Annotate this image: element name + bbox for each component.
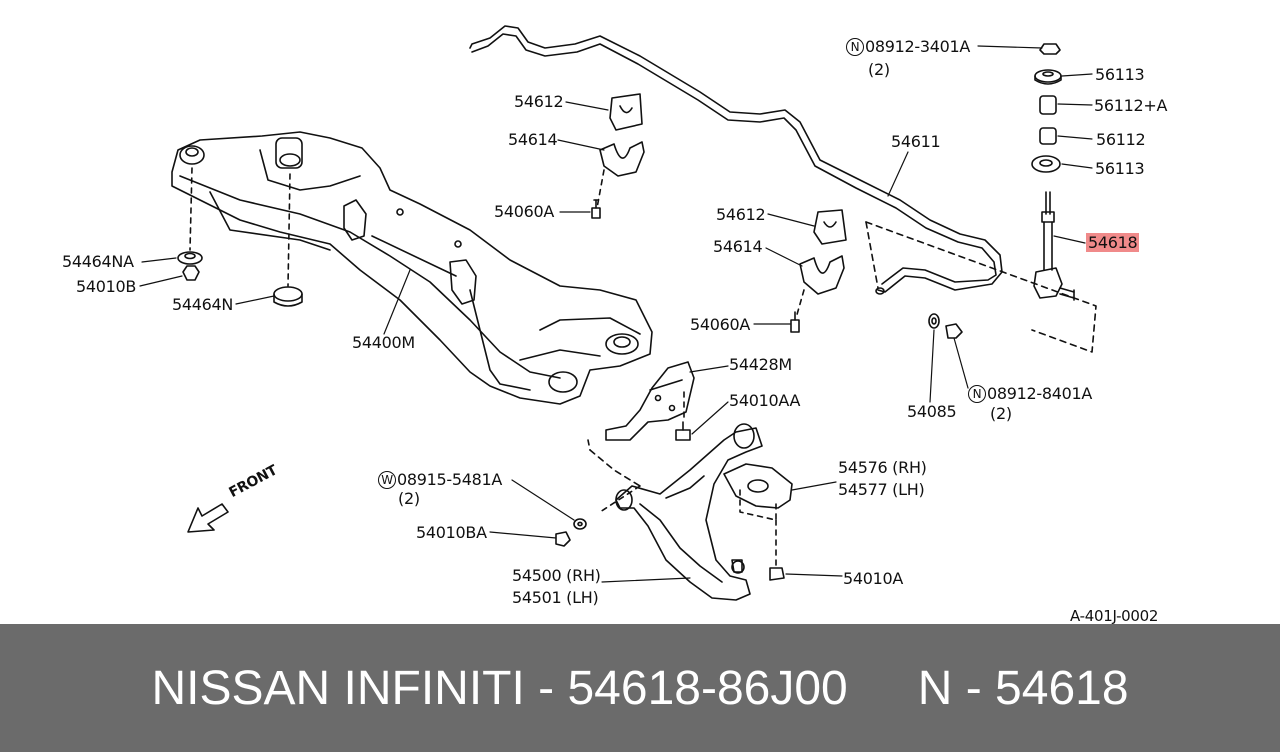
qty-08912-8401a: (2) <box>990 404 1012 423</box>
label-56112a: 56112+A <box>1094 96 1168 115</box>
stabilizer-link-assembly <box>865 43 1097 353</box>
label-54010b: 54010B <box>76 277 137 296</box>
diagram-drawing <box>139 25 1097 601</box>
qty-08915-5481a: (2) <box>398 489 420 508</box>
crossmember <box>171 131 653 405</box>
bracket-54428m <box>605 361 695 441</box>
label-54010aa: 54010AA <box>729 391 801 410</box>
part-number: 08912-8401A <box>987 384 1093 403</box>
label-54611: 54611 <box>891 132 941 151</box>
part-number: 08912-3401A <box>865 37 971 56</box>
part-number: 08915-5481A <box>397 470 503 489</box>
stabilizer-bar <box>469 25 1003 295</box>
circled-letter: N <box>968 385 986 403</box>
label-54060a-a: 54060A <box>494 202 555 221</box>
label-54464n: 54464N <box>172 295 234 314</box>
label-54577: 54577 (LH) <box>838 480 925 499</box>
label-54614-a: 54614 <box>508 130 558 149</box>
label-54612-a: 54612 <box>514 92 564 111</box>
footer-part-title: NISSAN INFINITI - 54618-86J00 <box>151 661 848 715</box>
label-54500: 54500 (RH) <box>512 566 601 585</box>
footer-bar: NISSAN INFINITI - 54618-86J00 N - 54618 <box>0 624 1280 752</box>
circled-letter: N <box>846 38 864 56</box>
bracket-54576 <box>723 463 793 581</box>
label-56113-top: 56113 <box>1095 65 1145 84</box>
label-54010ba: 54010BA <box>416 523 487 542</box>
mount-bushings-left <box>177 167 303 307</box>
label-54010a: 54010A <box>843 569 904 588</box>
label-54428m: 54428M <box>729 355 792 374</box>
label-56112: 56112 <box>1096 130 1146 149</box>
washer-54010ba <box>555 518 587 547</box>
label-54501: 54501 (LH) <box>512 588 599 607</box>
label-54085: 54085 <box>907 402 957 421</box>
label-54400m: 54400M <box>352 333 415 352</box>
highlighted-part-number: 54618 <box>1086 233 1140 252</box>
washer-nut <box>928 313 963 339</box>
label-54612-b: 54612 <box>716 205 766 224</box>
footer-part-ref: N - 54618 <box>917 661 1129 715</box>
label-54576: 54576 (RH) <box>838 458 927 477</box>
label-54464na: 54464NA <box>62 252 134 271</box>
qty-08912-3401a: (2) <box>868 60 890 79</box>
bushing-clamp-b <box>790 209 847 333</box>
footer-caption: NISSAN INFINITI - 54618-86J00 N - 54618 <box>0 624 1280 752</box>
label-56113-bottom: 56113 <box>1095 159 1145 178</box>
circled-letter: W <box>378 471 396 489</box>
bushing-clamp-a <box>591 93 645 219</box>
leader-lines <box>139 45 1093 583</box>
label-54614-b: 54614 <box>713 237 763 256</box>
lower-control-arm <box>587 423 763 601</box>
label-54618-highlighted: 54618 <box>1086 233 1140 252</box>
label-54060a-b: 54060A <box>690 315 751 334</box>
diagram-code: A-401J-0002 <box>1070 607 1159 625</box>
front-arrow <box>187 503 229 533</box>
